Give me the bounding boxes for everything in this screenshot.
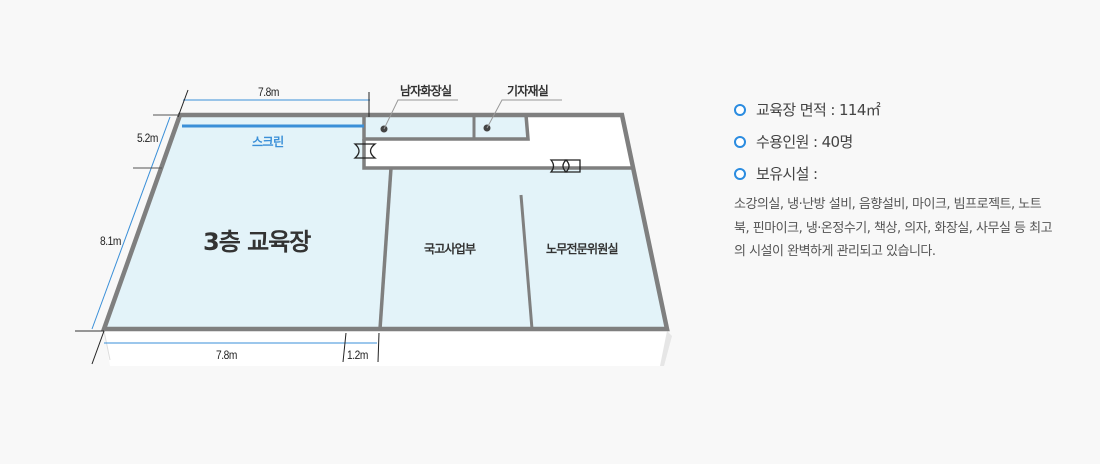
screen-label: 스크린 — [252, 135, 284, 149]
info-area-text: 교육장 면적 : 114㎡ — [756, 101, 881, 119]
floor-plan: 7.8m 5.2m 8.1m 7.8m 1.2m 스크린 3층 교육장 국고사업… — [75, 84, 672, 366]
dimension-left-top: 5.2m — [137, 131, 158, 145]
callout-equipment-room: 기자재실 — [507, 84, 549, 98]
room-label-national-project: 국고사업부 — [424, 242, 476, 256]
info-facilities-text: 보유시설 : — [756, 165, 818, 183]
dimension-left-total: 8.1m — [100, 234, 121, 248]
corridor — [364, 115, 632, 168]
facility-info: 교육장 면적 : 114㎡ 수용인원 : 40명 보유시설 : 소강의실, 냉·… — [734, 97, 1074, 277]
floor-slab-front — [104, 331, 667, 366]
info-capacity-text: 수용인원 : 40명 — [756, 133, 853, 151]
room-label-labor-committee: 노무전문위원실 — [546, 242, 618, 256]
main-room-label: 3층 교육장 — [203, 228, 311, 256]
bullet-icon — [734, 135, 746, 148]
facilities-description: 소강의실, 냉·난방 설비, 음향설비, 마이크, 빔프로젝트, 노트북, 핀마… — [734, 197, 1053, 259]
dimension-bottom-extra: 1.2m — [347, 348, 368, 362]
bullet-icon — [734, 167, 746, 180]
dimension-bottom-width: 7.8m — [216, 348, 237, 362]
door-icon — [353, 143, 377, 159]
callout-mens-restroom: 남자화장실 — [400, 84, 452, 98]
info-item-capacity: 수용인원 : 40명 — [734, 129, 1074, 154]
floor-plan-drawing — [75, 89, 672, 366]
floor-slab-side — [660, 331, 672, 366]
info-item-area: 교육장 면적 : 114㎡ — [734, 97, 1074, 122]
door-icon — [549, 159, 581, 173]
info-item-facilities: 보유시설 : — [734, 161, 1074, 186]
dimension-top-width: 7.8m — [258, 85, 279, 99]
bullet-icon — [734, 103, 746, 116]
